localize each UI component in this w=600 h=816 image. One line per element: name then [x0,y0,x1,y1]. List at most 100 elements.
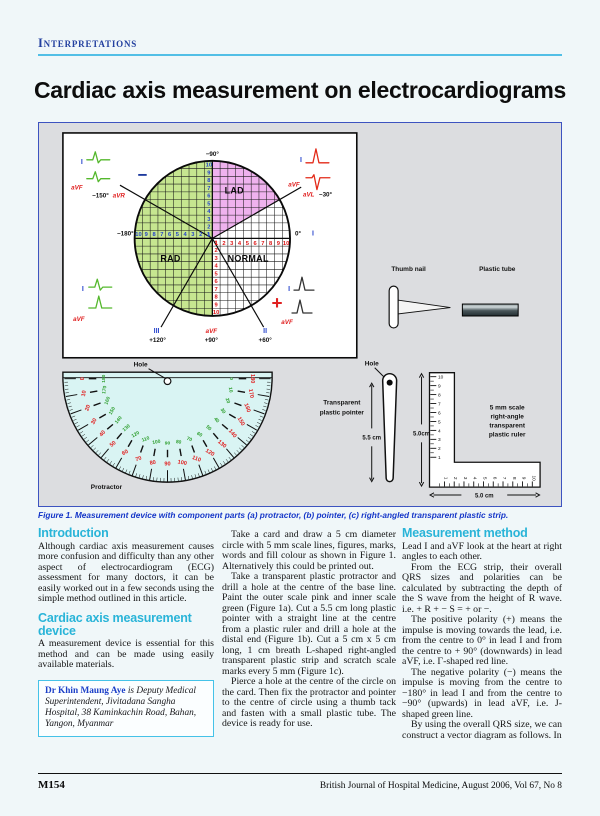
protractor-tick [142,475,144,479]
protractor-tick [259,415,264,418]
protractor-tick [225,459,229,463]
protractor-outer-number: 110 [191,455,202,464]
protractor-inner-number: 180 [101,374,107,382]
author-name: Dr Khin Maung Aye [45,685,126,696]
scale-number-up: 4 [207,209,211,215]
protractor-tick [77,423,89,431]
protractor-tick [236,450,240,453]
column-1: Introduction Although cardiac axis measu… [38,527,214,737]
protractor-tick [204,470,207,475]
scale-number-up: 6 [207,194,210,200]
protractor-inner-number: 40 [212,416,220,424]
ruler-horizontal-number: 2 [452,477,458,480]
protractor-outer-number: 120 [204,448,215,458]
protractor-tick [103,456,107,460]
heading-introduction: Introduction [38,526,109,540]
line-plus60 [211,238,265,328]
protractor-outer-number: 150 [236,416,246,427]
scale-number-down: 1 [215,240,219,246]
ruler-horizontal-number: 8 [511,477,517,480]
ecg-waves-top-left: I aVF [71,151,111,192]
wave-lead-avf-label: aVF [281,319,293,326]
ruler-horizontal-number: 7 [501,477,507,480]
wave-negative [305,174,331,191]
scale-number-left: 9 [145,232,148,238]
ecg-waves-bottom-left: I aVF [73,278,113,323]
protractor-inner-number: 60 [195,431,203,439]
ruler-vertical-number: 9 [438,384,441,390]
protractor-tick [145,475,148,480]
scale-number-down: 3 [215,256,218,262]
protractor-inner-number: 150 [108,406,117,416]
protractor-outer-number: 80 [149,460,156,467]
line-minus150 [119,184,213,239]
protractor-dash [93,402,101,407]
protractor-tick [65,394,78,398]
protractor-tick [238,447,242,451]
angle-bottom-left: +120° [149,336,166,344]
paragraph: The positive polarity (+) means the impu… [402,614,562,668]
figure-illustration: 1111222233334444555566667777888899991010… [62,132,541,500]
protractor-inner-number: 80 [175,439,182,446]
protractor-tick [210,467,213,472]
protractor-tick [226,448,235,458]
scale-number-right: 9 [277,241,280,247]
protractor-tick [149,468,153,481]
protractor-outer-number: 0 [80,377,86,380]
protractor-outer-number: 90 [164,462,170,468]
scale-number-up: 9 [207,170,210,176]
author-bio: is Deputy Medical Superintendent, Jivita… [45,685,197,729]
protractor-hole [163,377,172,386]
protractor-inner-number: 130 [122,423,132,433]
ruler-vertical-number: 2 [438,446,441,452]
protractor-tick [69,409,73,411]
protractor-inner-number: 170 [101,385,108,394]
pointer-hole [386,379,393,386]
pointer-body [381,372,398,483]
scale-number-right: 6 [253,241,256,247]
protractor-tick [138,474,141,478]
lead-avf-label: aVF [206,328,218,335]
protractor-tick [86,439,90,443]
pointer-name-line2: plastic pointer [320,409,365,416]
ecg-waves-bottom-right: I aVF [281,276,315,326]
ruler-horizontal-number: 1 [442,477,448,480]
protractor-tick [83,436,88,440]
protractor-tick [88,437,98,446]
protractor-tick [67,402,71,404]
pointer-length-label: 5.5 cm [362,435,381,441]
protractor-tick [257,394,270,398]
protractor-outer-number: 180 [249,374,255,383]
paragraph: Take a transparent plastic protractor an… [222,571,396,677]
arrowhead-down [369,477,375,483]
ruler-body [428,372,541,488]
ruler-vertical-number: 5 [438,419,441,425]
paragraph: The negative polarity (−) means the impu… [402,666,562,720]
protractor-hole-label: Hole [134,362,148,369]
protractor-tick [207,469,210,473]
scale-number-down: 5 [215,271,219,277]
protractor-tick [76,425,80,428]
protractor-dash [191,445,196,453]
protractor-tick [70,409,82,415]
protractor-tick [264,402,268,404]
wave-lead-i-label: I [288,286,290,293]
angle-bottom-right: +60° [259,336,273,344]
protractor-name-label: Protractor [91,484,123,491]
heading-measurement-method: Measurement method [402,526,528,540]
wave-upright [305,148,330,164]
protractor-tick [237,437,247,446]
ruler-width-label: 5.0 cm [475,494,494,500]
scale-number-left: 4 [184,232,188,238]
protractor-tick [223,460,226,465]
protractor-tick [66,399,71,401]
plastic-tube: Plastic tube [461,266,519,317]
protractor-dash [212,432,219,440]
protractor-tick [90,445,94,448]
protractor-tick [262,409,266,411]
scale-number-up: 10 [206,163,212,169]
pointer-hole-label: Hole [365,361,379,368]
protractor-tick [191,475,193,479]
